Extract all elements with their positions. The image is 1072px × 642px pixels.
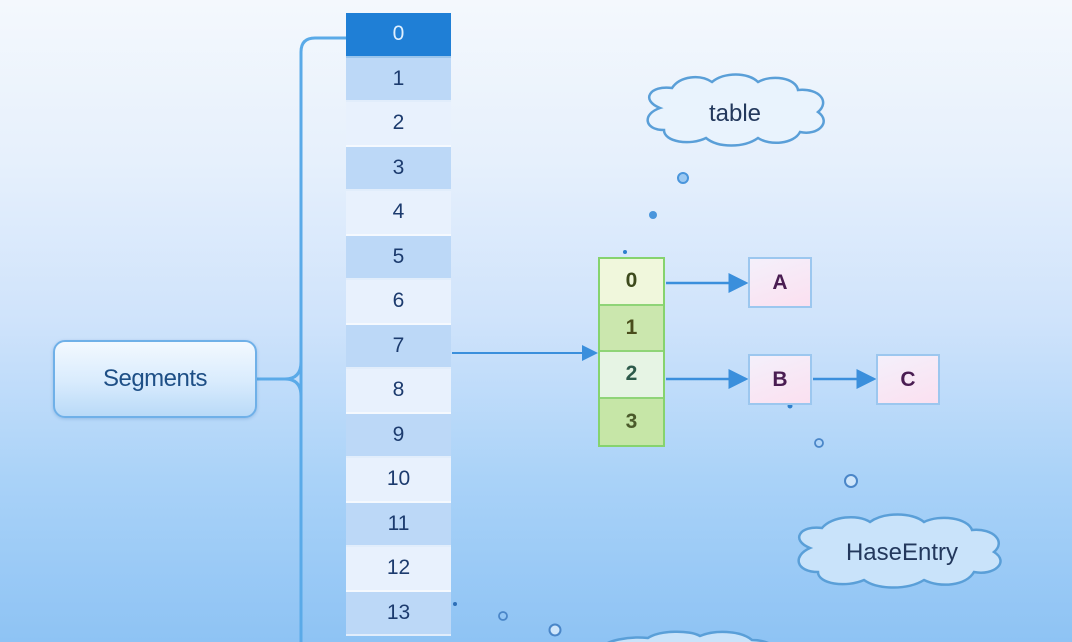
segment-cell-7: 7 xyxy=(346,324,451,369)
segment-cell-5: 5 xyxy=(346,235,451,280)
callout-hash-entry: HaseEntry xyxy=(845,539,959,566)
entry-C: C xyxy=(876,354,940,405)
segment-cell-8: 8 xyxy=(346,369,451,414)
segment-cell-13: 13 xyxy=(346,591,451,636)
entry-A: A xyxy=(748,257,812,308)
hash-table: 0 1 2 3 xyxy=(598,257,665,447)
segment-cell-4: 4 xyxy=(346,191,451,236)
segment-cell-2: 2 xyxy=(346,102,451,147)
segment-cell-1: 1 xyxy=(346,57,451,102)
segment-cell-6: 6 xyxy=(346,280,451,325)
segment-array: 0 1 2 3 4 5 6 7 8 9 10 11 12 13 xyxy=(346,13,451,636)
segment-cell-12: 12 xyxy=(346,547,451,592)
segment-cell-9: 9 xyxy=(346,413,451,458)
segment-cell-11: 11 xyxy=(346,502,451,547)
bracket-line xyxy=(299,36,346,642)
table-bucket-2: 2 xyxy=(600,352,663,399)
segment-cell-3: 3 xyxy=(346,146,451,191)
table-bucket-0: 0 xyxy=(600,259,663,306)
segments-node-label: Segments xyxy=(102,365,208,392)
entry-B: B xyxy=(748,354,812,405)
segment-cell-10: 10 xyxy=(346,458,451,503)
bracket-stub xyxy=(257,361,303,397)
cloud-bottom-shape xyxy=(607,630,769,642)
table-bucket-3: 3 xyxy=(600,398,663,445)
segments-node: Segments xyxy=(53,340,257,418)
segment-cell-0: 0 xyxy=(346,13,451,58)
callout-table: table xyxy=(708,100,762,127)
table-bucket-1: 1 xyxy=(600,305,663,352)
